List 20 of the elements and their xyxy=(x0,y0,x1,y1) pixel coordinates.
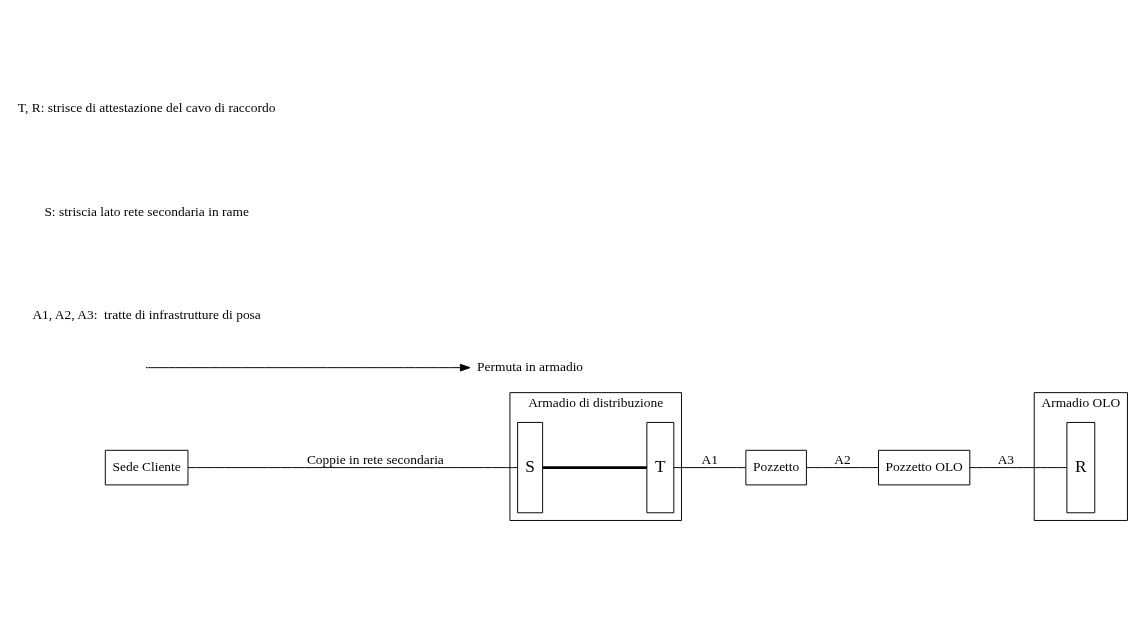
node-box: R xyxy=(1066,421,1096,514)
node-box: Sede Cliente xyxy=(104,449,189,486)
edge-label: Coppie in rete secondaria xyxy=(306,451,444,467)
node-box: S xyxy=(517,421,544,514)
connector xyxy=(969,467,1068,469)
node-text: Permuta in armadio xyxy=(477,359,584,375)
label: A1, A2, A3: tratte di infrastrutture di posa xyxy=(32,307,261,323)
edge-label: A2 xyxy=(834,451,851,467)
connector xyxy=(187,467,518,469)
edge-label: A3 xyxy=(997,451,1015,467)
edge-label: A1 xyxy=(701,451,719,467)
node-box: Pozzetto xyxy=(745,449,807,486)
arrow xyxy=(147,363,471,372)
label: S: striscia lato rete secondaria in rame xyxy=(44,203,249,219)
connector xyxy=(542,466,647,470)
connector xyxy=(806,467,879,469)
label: T, R: strisce di attestazione del cavo di raccordo xyxy=(17,99,276,115)
connector xyxy=(673,467,746,469)
node-box: Pozzetto OLO xyxy=(878,449,971,486)
node-box: T xyxy=(646,421,675,514)
